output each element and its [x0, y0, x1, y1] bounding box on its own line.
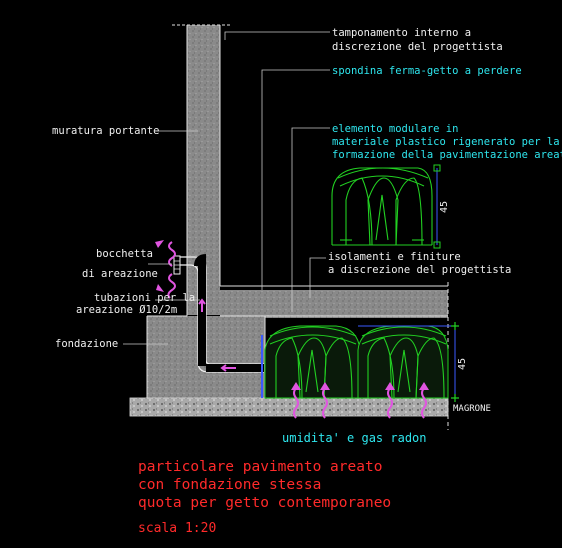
module-element-detail: [331, 164, 441, 249]
label-bocchetta-2: di areazione: [82, 268, 158, 280]
label-isolamenti-2: a discrezione del progettista: [328, 264, 511, 276]
dimension-lower: 45: [457, 358, 468, 370]
air-outflow-arrow: [155, 240, 176, 299]
title-line-2: con fondazione stessa: [138, 477, 321, 493]
ventilation-pipe: [178, 254, 264, 373]
label-elemento-2: materiale plastico rigenerato per la: [332, 136, 560, 148]
module-row-installed: [261, 322, 459, 402]
label-tubazioni-1: tubazioni per la: [94, 292, 195, 304]
label-isolamenti-1: isolamenti e finiture: [328, 251, 461, 263]
label-fondazione: fondazione: [55, 338, 118, 350]
label-tubazioni-2: areazione Ø10/2m: [76, 304, 177, 316]
floor-slab: [220, 304, 448, 318]
label-tamponamento-2: discrezione del progettista: [332, 41, 503, 53]
title-scale: scala 1:20: [138, 521, 216, 536]
label-muratura: muratura portante: [52, 125, 159, 137]
label-magrone: MAGRONE: [453, 404, 491, 414]
title-line-3: quota per getto contemporaneo: [138, 495, 391, 511]
dimension-upper: 45: [439, 201, 450, 213]
label-spondina: spondina ferma-getto a perdere: [332, 65, 522, 77]
label-elemento-1: elemento modulare in: [332, 123, 458, 135]
drawing-outlines: [146, 24, 449, 430]
label-tamponamento-1: tamponamento interno a: [332, 27, 471, 39]
magrone-layer: [129, 397, 449, 417]
radon-arrows: [291, 382, 429, 419]
label-bocchetta-1: bocchetta: [96, 248, 153, 260]
label-umidita: umidita' e gas radon: [282, 431, 427, 445]
leader-lines: [123, 31, 330, 345]
slab-top-band: [187, 290, 448, 304]
title-line-1: particolare pavimento areato: [138, 459, 382, 475]
label-elemento-3: formazione della pavimentazione areata: [332, 149, 562, 161]
